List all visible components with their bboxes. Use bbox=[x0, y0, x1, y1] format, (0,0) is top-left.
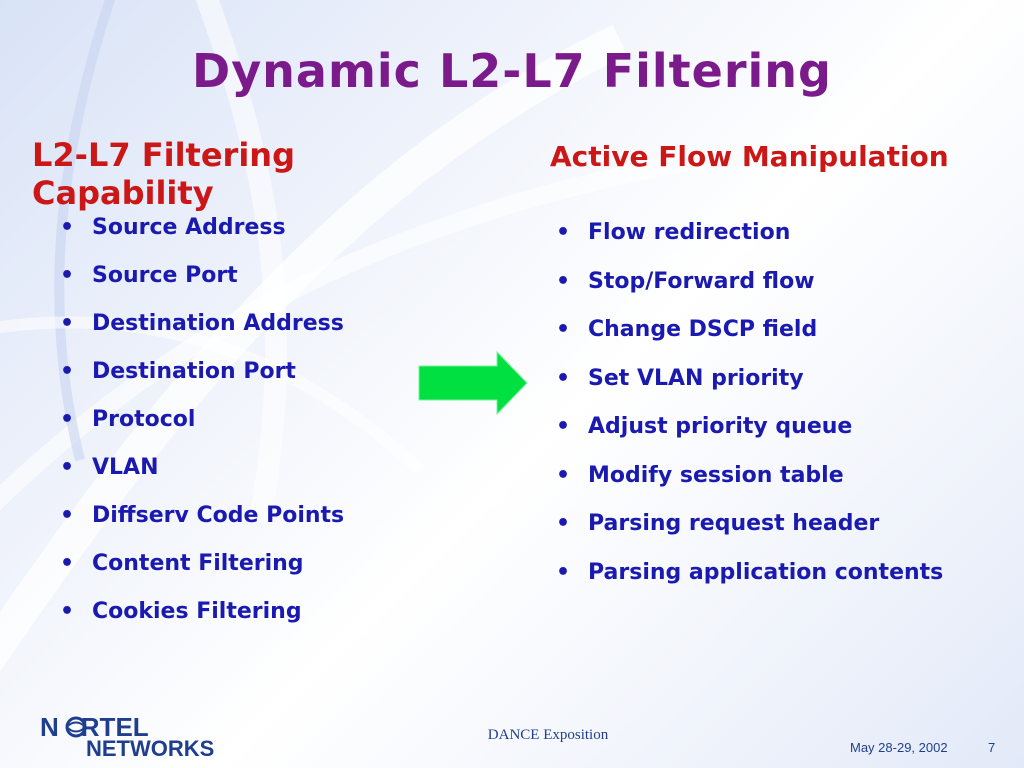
list-item-label: Protocol bbox=[92, 407, 196, 432]
list-item-label: Cookies Filtering bbox=[92, 599, 302, 624]
list-item: • Adjust priority queue bbox=[552, 413, 992, 441]
list-item-label: Destination Port bbox=[92, 359, 296, 384]
list-item-label: Parsing request header bbox=[588, 511, 880, 536]
bullet-icon: • bbox=[556, 268, 571, 294]
bullet-icon: • bbox=[60, 551, 75, 576]
list-item: • Set VLAN priority bbox=[552, 365, 992, 393]
list-item: • Change DSCP field bbox=[552, 316, 992, 344]
list-item: • VLAN bbox=[56, 454, 416, 482]
logo-wordmark-bottom: NETWORKS bbox=[86, 736, 215, 761]
list-item-label: Parsing application contents bbox=[588, 559, 944, 585]
left-column-heading: L2-L7 Filtering Capability bbox=[32, 136, 295, 212]
list-item-label: Source Address bbox=[92, 215, 286, 240]
bullet-icon: • bbox=[60, 407, 75, 432]
list-item: • Source Address bbox=[56, 214, 416, 242]
bullet-icon: • bbox=[60, 359, 75, 384]
globe-icon bbox=[65, 716, 87, 738]
list-item: • Source Port bbox=[56, 262, 416, 290]
list-item: • Cookies Filtering bbox=[56, 598, 416, 626]
list-item: • Parsing application contents bbox=[552, 559, 992, 587]
bullet-icon: • bbox=[556, 317, 571, 342]
bullet-icon: • bbox=[60, 215, 75, 240]
list-item: • Modify session table bbox=[552, 462, 992, 490]
bullet-icon: • bbox=[556, 559, 571, 585]
list-item: • Destination Address bbox=[56, 310, 416, 338]
bullet-icon: • bbox=[556, 414, 571, 439]
list-item-label: Diffserv Code Points bbox=[92, 503, 345, 528]
page-number: 7 bbox=[988, 740, 996, 755]
list-item: • Diffserv Code Points bbox=[56, 502, 416, 530]
list-item-label: Destination Address bbox=[92, 311, 344, 336]
bullet-icon: • bbox=[60, 311, 75, 336]
list-item-label: Modify session table bbox=[588, 462, 844, 488]
bullet-icon: • bbox=[60, 503, 75, 528]
list-item-label: Stop/Forward flow bbox=[588, 268, 815, 294]
list-item: • Destination Port bbox=[56, 358, 416, 386]
list-item-label: Set VLAN priority bbox=[588, 365, 804, 391]
list-item: • Content Filtering bbox=[56, 550, 416, 578]
list-item-label: Flow redirection bbox=[588, 220, 791, 245]
slide-title: Dynamic L2-L7 Filtering bbox=[192, 44, 832, 98]
right-column-heading: Active Flow Manipulation bbox=[550, 140, 949, 173]
bullet-icon: • bbox=[60, 263, 75, 288]
list-item-label: Change DSCP field bbox=[588, 317, 818, 342]
footer-event: DANCE Exposition bbox=[487, 727, 609, 743]
bullet-icon: • bbox=[556, 365, 571, 391]
bullet-icon: • bbox=[60, 455, 75, 480]
list-item-label: Adjust priority queue bbox=[588, 414, 853, 439]
bullet-icon: • bbox=[556, 511, 571, 536]
list-item: • Protocol bbox=[56, 406, 416, 434]
list-item-label: Content Filtering bbox=[92, 551, 304, 576]
list-item-label: VLAN bbox=[92, 455, 159, 480]
bullet-icon: • bbox=[556, 462, 571, 488]
footer-date: May 28-29, 2002 bbox=[850, 740, 948, 755]
list-item-label: Source Port bbox=[92, 263, 238, 288]
bullet-icon: • bbox=[60, 599, 75, 624]
list-item: • Stop/Forward flow bbox=[552, 268, 992, 296]
list-item: • Flow redirection bbox=[552, 219, 992, 247]
right-arrow-icon bbox=[418, 350, 528, 416]
bullet-icon: • bbox=[556, 220, 571, 245]
right-bullet-list: • Flow redirection • Stop/Forward flow • Ch… bbox=[552, 219, 992, 607]
left-bullet-list: • Source Address • Source Port • Destinatio… bbox=[56, 214, 416, 646]
list-item: • Parsing request header bbox=[552, 510, 992, 538]
